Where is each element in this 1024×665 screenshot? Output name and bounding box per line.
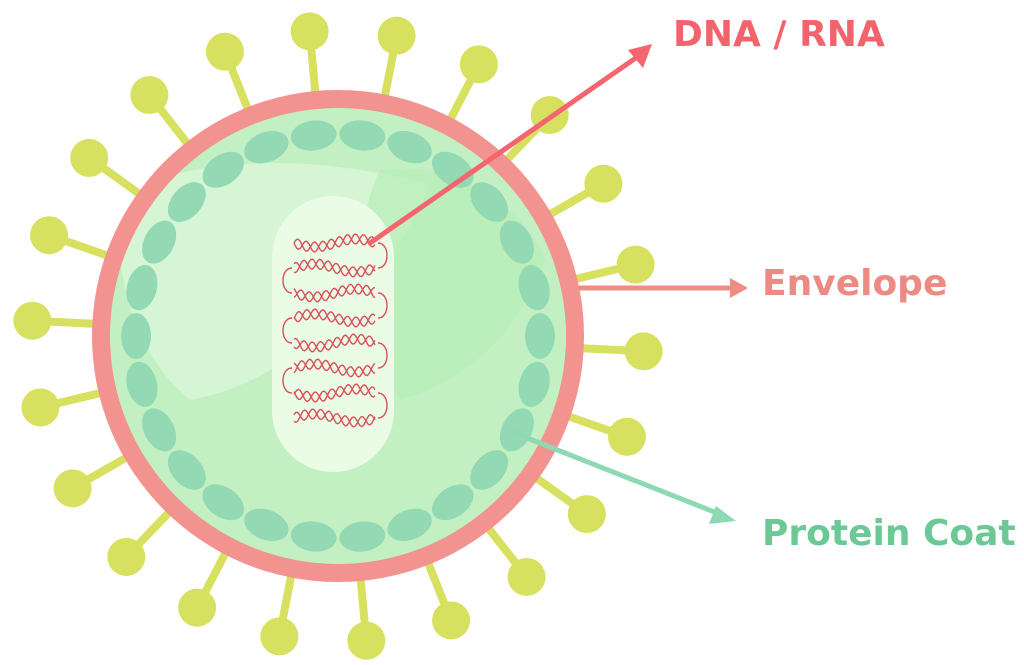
genome-strand xyxy=(293,258,376,278)
protein-coat-arrow-line xyxy=(509,429,725,518)
spike-knob xyxy=(53,469,92,508)
capsomere xyxy=(525,313,555,359)
spike-knob xyxy=(290,12,329,51)
capsomere xyxy=(518,265,550,311)
capsomere xyxy=(202,151,245,188)
genome-strand xyxy=(293,233,376,253)
genome-strand xyxy=(293,383,376,403)
spike-knob xyxy=(260,617,299,656)
spike-knob xyxy=(377,16,416,55)
genome-loop xyxy=(377,292,388,319)
envelope-arrowhead xyxy=(730,278,748,298)
genome-strand xyxy=(293,358,376,378)
spike-knob xyxy=(107,537,146,576)
capsomere xyxy=(126,265,158,311)
spike-knob xyxy=(507,557,546,596)
genome-loop xyxy=(377,392,388,419)
genome-loop xyxy=(377,342,388,369)
genome-strand xyxy=(293,408,376,428)
capsomere xyxy=(126,361,158,407)
spike-knob xyxy=(624,332,663,371)
dna-rna-arrowhead xyxy=(628,44,652,68)
spike-knob xyxy=(205,32,244,71)
capsomere xyxy=(431,484,474,521)
capsomere xyxy=(290,521,337,552)
capsomere xyxy=(470,182,509,222)
spike-knob xyxy=(616,245,655,284)
capsomere xyxy=(387,130,432,164)
genome-loop xyxy=(377,242,388,269)
genome-loop xyxy=(282,317,293,344)
genome-strand xyxy=(293,309,376,328)
genome-strand xyxy=(293,333,376,353)
spike-knob xyxy=(13,301,52,340)
genetic-material xyxy=(282,233,388,428)
surface-spikes xyxy=(13,12,663,660)
capsomere xyxy=(167,182,206,222)
protein-coat-label: Protein Coat xyxy=(762,513,1016,554)
capsomere xyxy=(499,408,534,452)
capsomere xyxy=(518,361,550,407)
envelope-label: Envelope xyxy=(762,263,947,304)
spike-knob xyxy=(70,138,109,177)
spike-knob xyxy=(459,45,498,84)
capsomere xyxy=(121,313,151,359)
spike-knob xyxy=(178,588,217,627)
genome-core xyxy=(272,196,394,472)
genome-strand xyxy=(293,358,376,378)
capsomere xyxy=(339,521,386,552)
capsomere xyxy=(387,508,432,542)
capsomere xyxy=(244,508,289,542)
genome-strand xyxy=(293,383,376,403)
capsomere xyxy=(142,220,177,264)
spike-knob xyxy=(130,76,169,115)
genome-strand xyxy=(293,283,376,303)
protein-coat-capsomeres xyxy=(121,120,555,552)
genome-strand xyxy=(293,408,376,428)
dna-rna-label: DNA / RNA xyxy=(673,14,885,55)
spike-knob xyxy=(567,495,606,534)
spike-knob xyxy=(30,216,69,255)
capsomere xyxy=(499,220,534,264)
spike-knob xyxy=(347,621,386,660)
genome-strand xyxy=(293,234,376,253)
callout-arrows xyxy=(367,44,748,524)
capsomere xyxy=(202,484,245,521)
genome-strand xyxy=(293,283,376,303)
spike-knob xyxy=(607,417,646,456)
protein-coat-arrowhead xyxy=(709,506,736,524)
capsomere xyxy=(244,130,289,164)
spike-knob xyxy=(21,388,60,427)
genome-strand xyxy=(293,333,376,353)
spike-knob xyxy=(584,164,623,203)
callout-labels: DNA / RNA Envelope Protein Coat xyxy=(673,14,1016,554)
capsomere xyxy=(142,408,177,452)
genome-strand xyxy=(293,308,376,328)
capsomere xyxy=(290,120,337,151)
dna-rna-arrow-line xyxy=(367,52,643,246)
spike-knob xyxy=(432,601,471,640)
capsomere xyxy=(339,120,386,151)
genome-loop xyxy=(282,367,293,394)
genome-loop xyxy=(282,267,293,294)
capsomere xyxy=(470,450,509,490)
capsomere xyxy=(167,450,206,490)
